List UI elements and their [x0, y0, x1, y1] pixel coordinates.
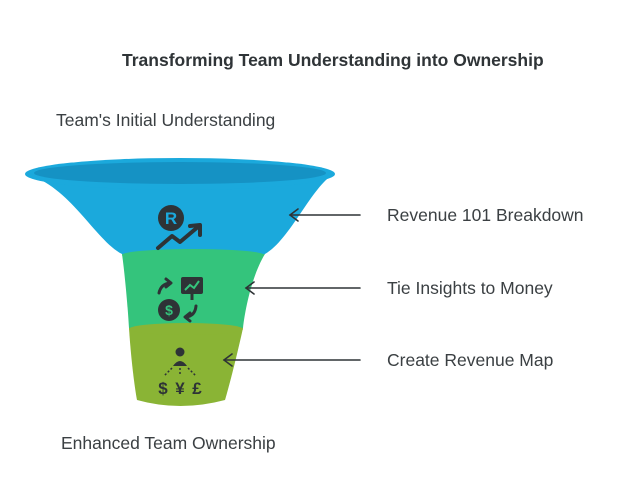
arrow-stage-2	[244, 281, 361, 295]
arrow-stage-1	[288, 208, 361, 222]
stage-1-label: Revenue 101 Breakdown	[387, 205, 584, 225]
funnel-bottom-label: Enhanced Team Ownership	[61, 433, 276, 453]
svg-text:¥: ¥	[175, 379, 185, 398]
rupee-growth-icon: R	[156, 205, 202, 250]
money-chart-exchange-icon: $	[157, 277, 203, 323]
arrow-stage-3	[222, 353, 361, 367]
person-currencies-icon: $ ¥ £	[158, 347, 202, 398]
funnel-stage-2-cap	[122, 249, 264, 261]
svg-text:$: $	[165, 302, 173, 318]
diagram-title: Transforming Team Understanding into Own…	[122, 50, 544, 70]
stage-2-label: Tie Insights to Money	[387, 278, 553, 298]
funnel-top-label: Team's Initial Understanding	[56, 110, 276, 130]
funnel-stage-3	[129, 328, 243, 406]
svg-text:£: £	[192, 379, 202, 398]
funnel-stage-3-cap	[129, 323, 243, 335]
funnel-rim-inner	[34, 162, 326, 184]
svg-text:R: R	[165, 209, 177, 228]
stage-3-label: Create Revenue Map	[387, 350, 554, 370]
svg-text:$: $	[158, 379, 168, 398]
